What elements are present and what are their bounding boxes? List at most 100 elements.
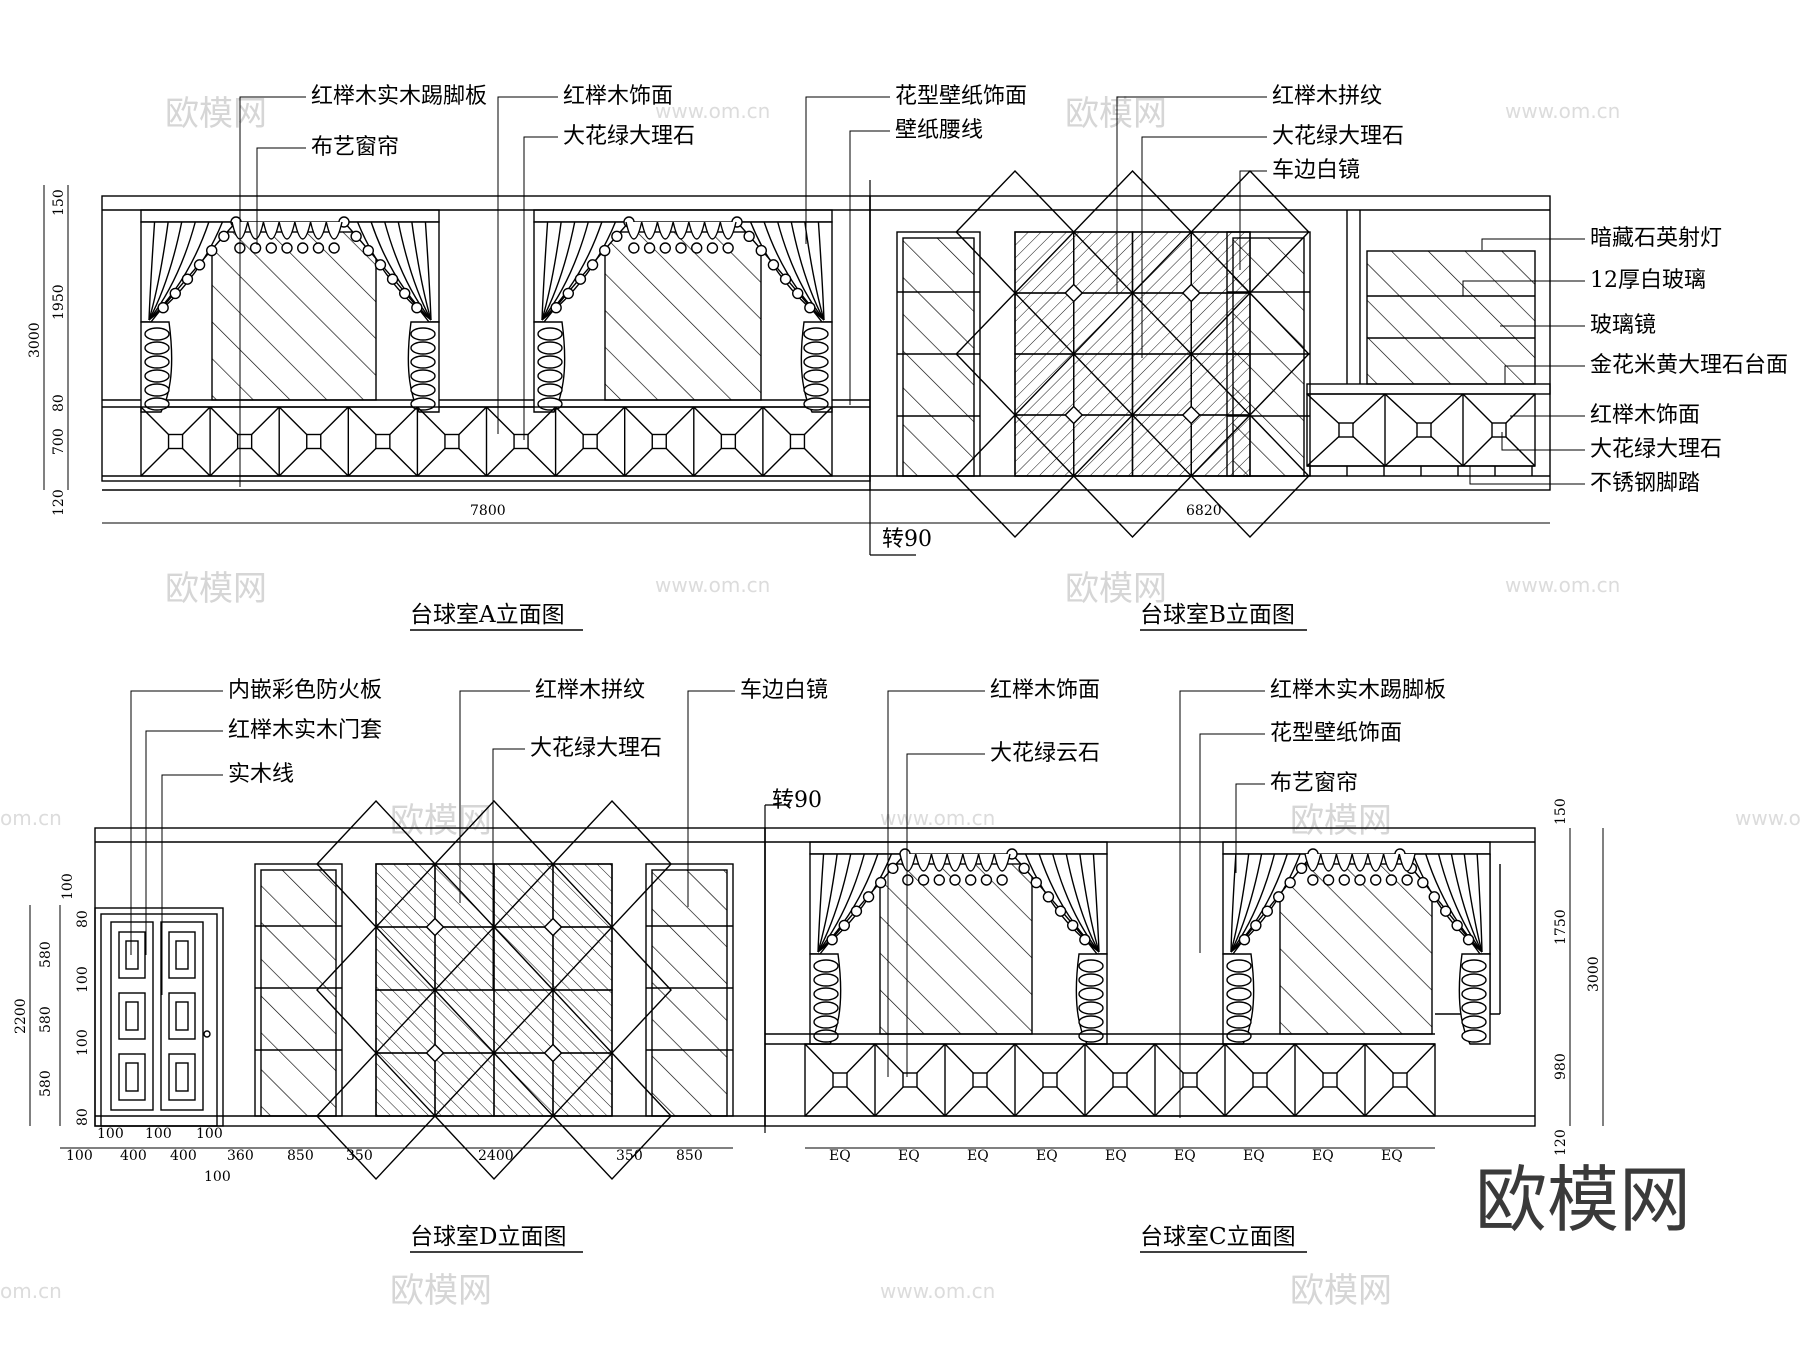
label-a-curtain: 布艺窗帘 bbox=[311, 135, 399, 160]
dim-d-b5: 100 bbox=[196, 1126, 223, 1142]
label-c-baseboard: 红榉木实木踢脚板 bbox=[1270, 678, 1446, 703]
dim-d-extra: 100 bbox=[204, 1169, 231, 1185]
leaders-c bbox=[887, 690, 1265, 1118]
watermark-brand: 欧模网 bbox=[390, 801, 492, 841]
elevation-a bbox=[101, 195, 871, 491]
watermark-url-short: om.cn bbox=[0, 806, 62, 830]
label-d-fireboard: 内嵌彩色防火板 bbox=[228, 678, 382, 703]
watermark-brand: 欧模网 bbox=[1065, 94, 1167, 134]
watermark-url: www.om.cn bbox=[1505, 573, 1620, 597]
watermark-brand: 欧模网 bbox=[165, 569, 267, 609]
label-d-inlay: 红榉木拼纹 bbox=[535, 678, 645, 703]
dim-d-b4: 400 bbox=[170, 1148, 197, 1164]
dims-d-left: 100 80 580 100 580 100 580 80 2200 bbox=[13, 873, 91, 1126]
label-b-glass: 12厚白玻璃 bbox=[1590, 268, 1706, 293]
dim-c-eq-4: EQ bbox=[1036, 1148, 1058, 1164]
label-d-woodline: 实木线 bbox=[228, 762, 294, 787]
watermark-url: www.om.cn bbox=[1505, 99, 1620, 123]
dim-c-120: 120 bbox=[1553, 1129, 1569, 1156]
label-a-wallpaper: 花型壁纸饰面 bbox=[895, 84, 1027, 109]
dim-a-1950: 1950 bbox=[51, 284, 67, 320]
dims-c-bottom: EQ EQ EQ EQ EQ EQ EQ EQ EQ bbox=[829, 1148, 1403, 1164]
dim-a-total: 3000 bbox=[27, 322, 43, 358]
label-a-baseboard: 红榉木实木踢脚板 bbox=[311, 84, 487, 109]
dim-b-width: 6820 bbox=[1186, 503, 1222, 519]
watermark-brand: 欧模网 bbox=[1290, 801, 1392, 841]
dim-a-120: 120 bbox=[51, 489, 67, 516]
title-a: 台球室A立面图 bbox=[410, 602, 565, 628]
label-c-curtain: 布艺窗帘 bbox=[1270, 771, 1358, 796]
watermark-brand: 欧模网 bbox=[165, 94, 267, 134]
dim-c-eq-6: EQ bbox=[1174, 1148, 1196, 1164]
label-a-marble: 大花绿大理石 bbox=[563, 124, 695, 149]
label-b-marble-2: 大花绿大理石 bbox=[1590, 437, 1722, 462]
leaders-a bbox=[239, 96, 890, 487]
dim-a-150: 150 bbox=[51, 189, 67, 216]
label-b-veneer: 红榉木饰面 bbox=[1590, 403, 1700, 428]
label-b-footrest: 不锈钢脚踏 bbox=[1590, 471, 1700, 496]
label-c-marble: 大花绿云石 bbox=[990, 741, 1100, 766]
dim-a-width: 7800 bbox=[470, 503, 506, 519]
title-c: 台球室C立面图 bbox=[1140, 1224, 1296, 1250]
label-d-doorframe: 红榉木实木门套 bbox=[228, 718, 382, 743]
label-b-inlay: 红榉木拼纹 bbox=[1272, 84, 1382, 109]
dim-d-b7: 850 bbox=[287, 1148, 314, 1164]
elevation-b bbox=[869, 169, 1551, 539]
dims-c-right: 150 1750 980 120 3000 bbox=[1553, 798, 1602, 1156]
dim-c-eq-2: EQ bbox=[898, 1148, 920, 1164]
label-c-wallpaper: 花型壁纸饰面 bbox=[1270, 721, 1402, 746]
title-d: 台球室D立面图 bbox=[410, 1224, 566, 1250]
dimensions-d bbox=[29, 905, 733, 1149]
dimensions-c bbox=[805, 828, 1604, 1149]
label-b-spotlight: 暗藏石英射灯 bbox=[1590, 226, 1722, 251]
dim-c-eq-7: EQ bbox=[1243, 1148, 1265, 1164]
watermark-url: www.om.cn bbox=[655, 99, 770, 123]
label-b-glass-mirror: 玻璃镜 bbox=[1590, 313, 1656, 338]
dim-d-b6: 360 bbox=[227, 1148, 254, 1164]
elevation-d bbox=[94, 799, 766, 1181]
labels-d: 内嵌彩色防火板 红榉木实木门套 实木线 红榉木拼纹 大花绿大理石 车边白镜 bbox=[228, 678, 828, 787]
dimensions-a bbox=[43, 185, 69, 490]
dim-c-eq-8: EQ bbox=[1312, 1148, 1334, 1164]
turn-marker-b: 转90 bbox=[882, 527, 932, 552]
dim-d-b2: 400 bbox=[120, 1148, 147, 1164]
leaders-b bbox=[1116, 96, 1585, 485]
watermark-url: www.om.cn bbox=[655, 573, 770, 597]
labels-b: 红榉木拼纹 大花绿大理石 车边白镜 暗藏石英射灯 12厚白玻璃 玻璃镜 金花米黄… bbox=[1272, 84, 1788, 496]
label-c-veneer: 红榉木饰面 bbox=[990, 678, 1100, 703]
watermark-url: www.om.cn bbox=[1735, 806, 1800, 830]
dim-c-eq-3: EQ bbox=[967, 1148, 989, 1164]
dim-c-eq-9: EQ bbox=[1381, 1148, 1403, 1164]
labels-c: 红榉木饰面 大花绿云石 红榉木实木踢脚板 花型壁纸饰面 布艺窗帘 bbox=[990, 678, 1446, 796]
watermark-url: www.om.cn bbox=[880, 1279, 995, 1303]
turn-marker-d: 转90 bbox=[772, 788, 822, 813]
watermark-url-short: om.cn bbox=[0, 1279, 62, 1303]
dim-d-left-3: 580 bbox=[38, 941, 54, 968]
label-a-waistline: 壁纸腰线 bbox=[895, 118, 983, 143]
title-b: 台球室B立面图 bbox=[1140, 602, 1295, 628]
watermark-url: www.om.cn bbox=[880, 806, 995, 830]
watermark-brand: 欧模网 bbox=[1290, 1271, 1392, 1311]
leaders-d bbox=[130, 690, 735, 995]
dim-c-eq-1: EQ bbox=[829, 1148, 851, 1164]
dim-d-b9: 2400 bbox=[478, 1148, 514, 1164]
dim-d-left-2: 80 bbox=[75, 910, 91, 928]
dim-d-left-1: 100 bbox=[60, 873, 76, 900]
dim-d-left-8: 80 bbox=[75, 1108, 91, 1126]
brand-logo: 欧模网 bbox=[1475, 1158, 1691, 1242]
label-d-marble: 大花绿大理石 bbox=[530, 736, 662, 761]
dim-c-1750: 1750 bbox=[1553, 909, 1569, 945]
dims-a-left: 150 1950 80 700 120 3000 bbox=[27, 189, 67, 516]
dim-d-b10: 350 bbox=[616, 1148, 643, 1164]
label-b-marble: 大花绿大理石 bbox=[1272, 124, 1404, 149]
labels-a: 红榉木实木踢脚板 布艺窗帘 红榉木饰面 大花绿大理石 花型壁纸饰面 壁纸腰线 bbox=[311, 84, 1027, 160]
dim-d-left-4: 100 bbox=[75, 966, 91, 993]
dim-a-700: 700 bbox=[51, 428, 67, 455]
dim-d-left-7: 580 bbox=[38, 1070, 54, 1097]
label-a-veneer: 红榉木饰面 bbox=[563, 84, 673, 109]
label-b-mirror: 车边白镜 bbox=[1272, 158, 1360, 183]
dim-c-150: 150 bbox=[1553, 798, 1569, 825]
dim-d-left-5: 580 bbox=[38, 1006, 54, 1033]
